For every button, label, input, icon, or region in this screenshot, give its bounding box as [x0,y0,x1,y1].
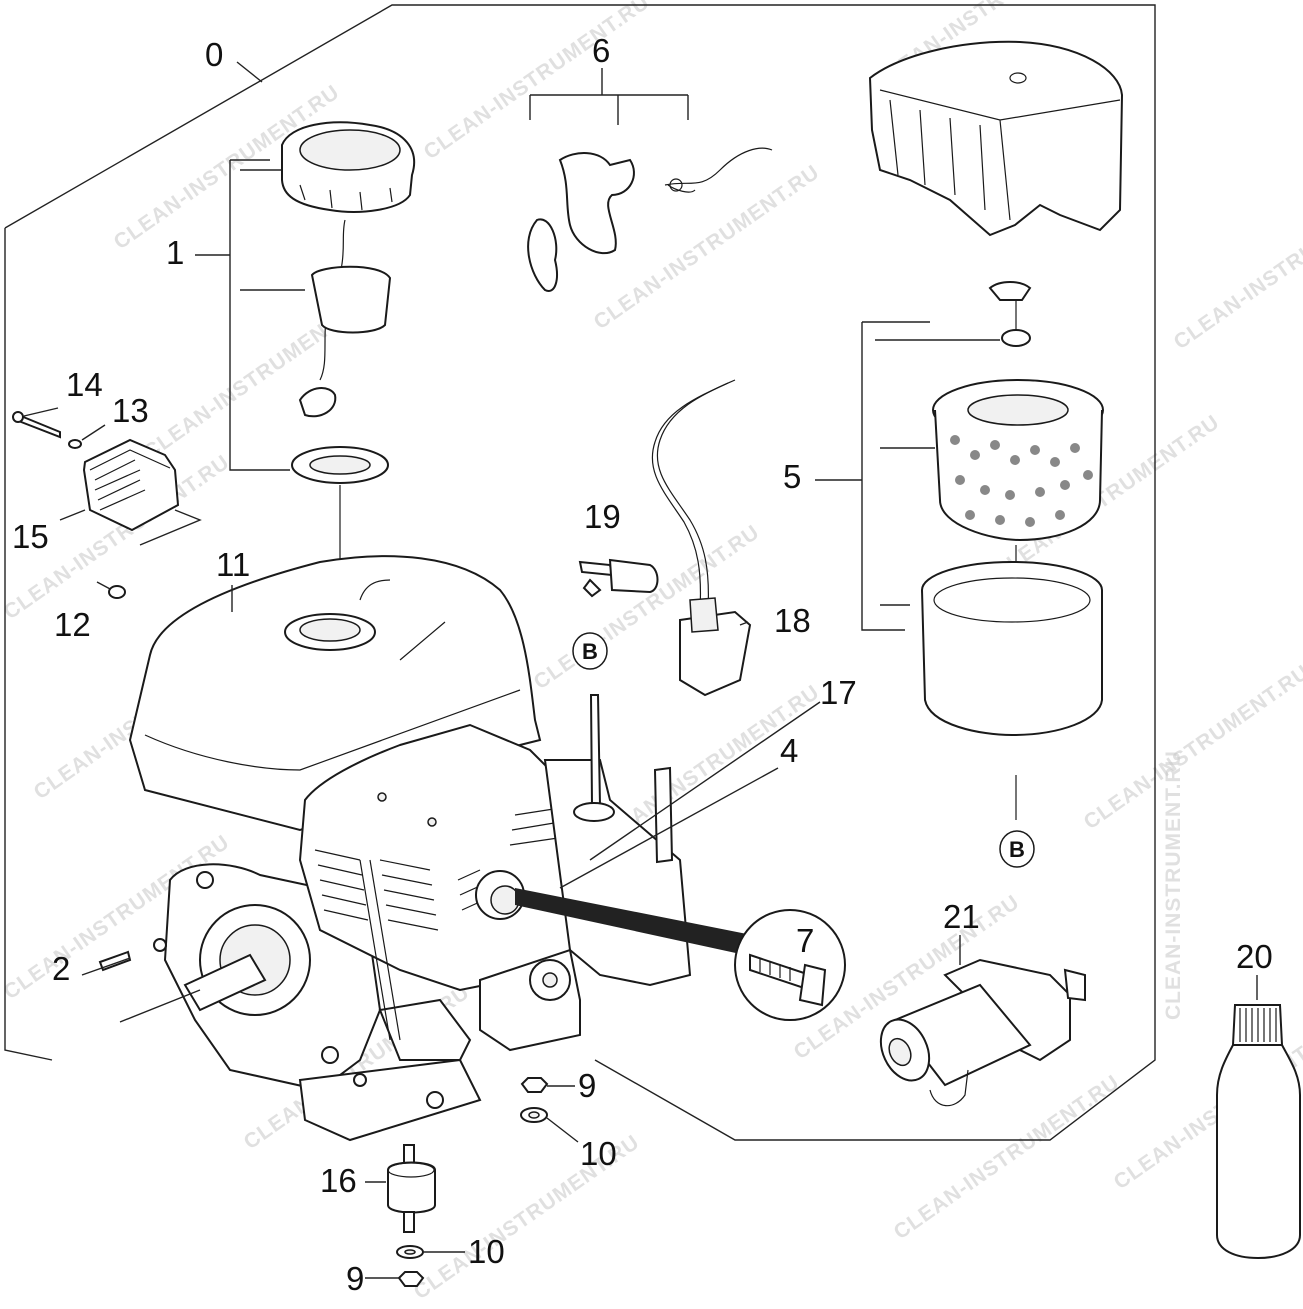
part-18-ignition-coil [651,379,752,697]
label-14: 14 [66,366,103,403]
label-2: 2 [52,950,70,987]
watermark: CLEAN-INSTRUMENT.RU [1080,660,1303,834]
label-12: 12 [54,606,91,643]
callout-b-top-label: B [582,639,598,664]
label-17: 17 [820,674,857,711]
label-6: 6 [592,32,610,69]
label-7: 7 [796,922,814,959]
label-9-lower: 9 [346,1260,364,1297]
label-5: 5 [783,458,801,495]
callout-b-bottom: B [999,830,1035,868]
callout-b-bottom-label: B [1009,837,1025,862]
label-19: 19 [584,498,621,535]
callout-b-top: B [572,632,608,670]
watermark: CLEAN-INSTRUMENT.RU [420,0,654,164]
label-11: 11 [216,546,250,583]
part-7-detail [515,888,846,1021]
watermark: CLEAN-INSTRUMENT.RU [1170,180,1303,354]
part-1-fuel-cap [195,121,416,570]
leader-lines [81,61,821,1023]
part-16-mount [365,1144,465,1287]
label-0: 0 [205,36,223,73]
part-19-fuel-valve [578,558,659,598]
parts-12-15-group [12,407,202,599]
label-21: 21 [943,898,980,935]
label-15: 15 [12,518,49,555]
part-5-air-filter [815,281,1104,820]
label-10-lower: 10 [468,1233,505,1270]
engine-body [98,555,692,1142]
part-20-oil-bottle [1216,975,1301,1260]
assembly-frame [4,4,1156,1141]
part-number-labels: 0 1 2 4 5 6 7 9 9 10 10 11 12 13 14 15 1… [12,32,1273,1297]
label-16: 16 [320,1162,357,1199]
part-6-group [527,94,773,292]
watermark: CLEAN-INSTRUMENT.RU [1162,750,1185,1020]
parts-9-10-base [520,1077,579,1143]
label-10-upper: 10 [580,1135,617,1172]
watermark: CLEAN-INSTRUMENT.RU [890,1070,1124,1244]
label-9-upper: 9 [578,1067,596,1104]
label-1: 1 [166,234,184,271]
label-20: 20 [1236,938,1273,975]
air-filter-cover [868,40,1124,237]
label-18: 18 [774,602,811,639]
label-13: 13 [112,392,149,429]
part-21-starter [879,935,1086,1107]
label-4: 4 [780,732,798,769]
